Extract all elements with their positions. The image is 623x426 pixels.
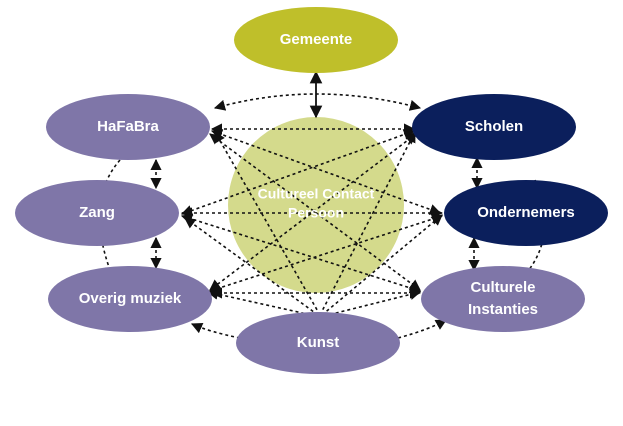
node-hafabra-label: HaFaBra [97,118,159,135]
node-zang-shape [15,180,179,246]
cross-connections [180,123,444,299]
node-overig-muziek-label: Overig muziek [79,290,182,307]
node-culturele-instanties-label-1: Culturele [470,279,535,296]
node-overig-muziek: Overig muziek [48,266,212,332]
node-hafabra-shape [46,94,210,160]
edge-scholen-overig [209,133,417,291]
node-ondernemers-label: Ondernemers [477,204,575,221]
node-culturele-instanties-label-2: Instanties [468,301,538,318]
edge-overig-kunst-arc [190,322,241,339]
node-kunst-shape [236,312,400,374]
node-gemeente-shape [234,7,398,73]
node-ondernemers-shape [444,180,608,246]
node-zang-label: Zang [79,204,115,221]
edge-hafabra-scholen-arc [213,93,422,111]
edge-kunst-culturele [323,289,422,317]
node-culturele-instanties: Culturele Instanties [421,266,585,332]
node-scholen-label: Scholen [465,118,523,135]
node-kunst: Kunst [236,312,400,374]
edge-ondernemers-overig [208,213,444,294]
node-scholen-shape [412,94,576,160]
node-overig-muziek-shape [48,266,212,332]
edge-kunst-overig [206,288,317,317]
edge-kunst-culturele-arc [397,319,447,339]
node-gemeente: Gemeente [234,7,398,73]
node-hafabra: HaFaBra [46,94,210,160]
node-gemeente-label: Gemeente [280,31,353,48]
node-zang: Zang [15,180,179,246]
node-ondernemers: Ondernemers [444,180,608,246]
center-label-line1: Cultureel Contact [258,186,375,202]
node-scholen: Scholen [412,94,576,160]
center-label-line2: Persoon [288,205,344,221]
node-culturele-instanties-shape [421,266,585,332]
node-kunst-label: Kunst [297,334,340,351]
